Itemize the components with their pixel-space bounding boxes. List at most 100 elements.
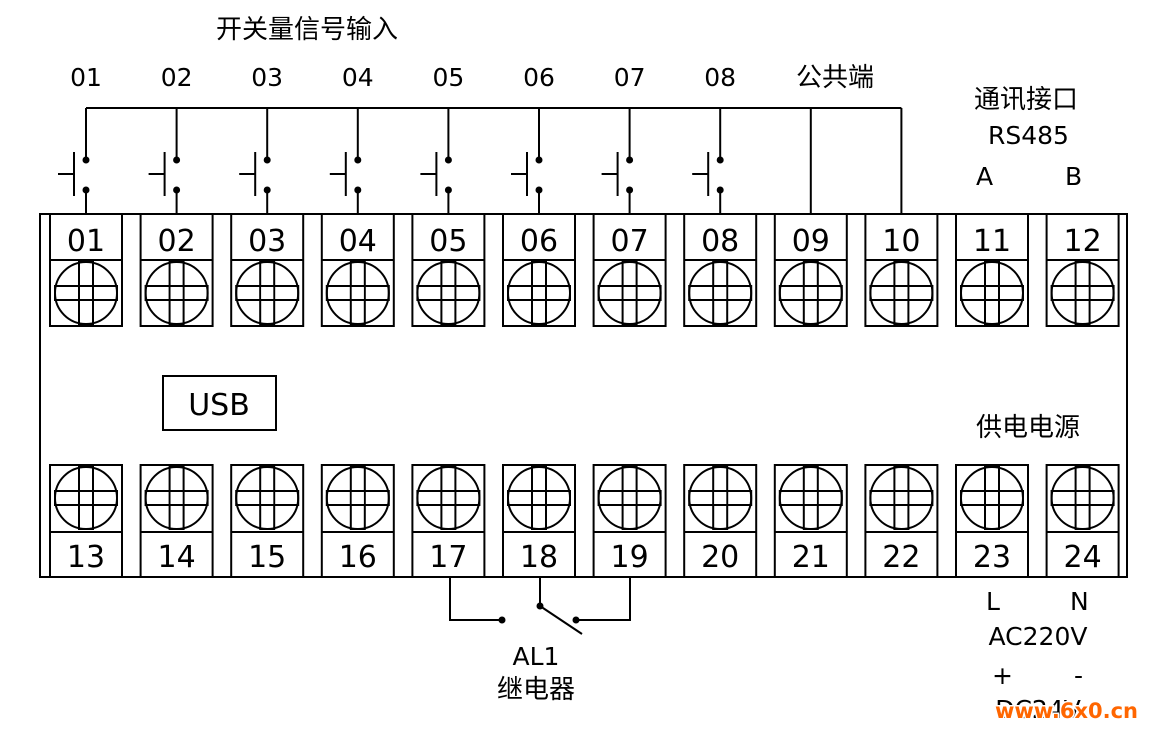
rs485-b-label: B [1065,162,1082,191]
terminal-21: 21 [773,464,848,578]
switch-wiring [58,107,903,214]
switch-input-07 [601,108,634,214]
input-label-01: 01 [70,63,102,92]
terminal-number: 15 [248,540,286,575]
terminal-17: 17 [411,464,486,578]
terminal-22: 22 [864,464,939,578]
screw-icon [507,466,571,530]
terminal-05: 05 [411,213,486,327]
terminal-07: 07 [592,213,667,327]
screw-icon [960,261,1024,325]
screw-icon [235,466,300,530]
rs485-title: 通讯接口 [974,85,1078,115]
terminal-number: 02 [158,224,196,259]
screw-icon [1050,466,1115,530]
switch-input-03 [239,108,271,214]
terminal-number: 16 [339,540,377,575]
top-terminal-row: 01 02 03 04 05 06 07 08 09 10 11 12 [49,213,1120,327]
terminal-15: 15 [230,464,305,578]
screw-icon [778,261,843,325]
input-label-02: 02 [161,63,193,92]
screw-icon [1050,261,1115,325]
terminal-11: 11 [955,213,1029,327]
screw-icon [54,261,118,325]
input-label-08: 08 [704,63,736,92]
terminal-number: 20 [701,540,739,575]
terminal-01: 01 [49,213,123,327]
switch-input-title: 开关量信号输入 [216,15,398,45]
terminal-23: 23 [955,464,1029,578]
terminal-number: 06 [520,224,558,259]
switch-input-04 [329,108,362,214]
terminal-16: 16 [320,464,395,578]
power-plus-label: + [992,661,1013,690]
screw-icon [144,466,209,530]
terminal-number: 17 [429,540,467,575]
input-label-04: 04 [342,63,374,92]
power-dc-label: DC24V [995,695,1081,724]
terminal-24: 24 [1045,464,1120,578]
terminal-number: 08 [701,224,739,259]
screw-icon [325,466,390,530]
input-labels: 01 02 03 04 05 06 07 08 [70,63,736,92]
screw-icon [416,466,481,530]
bottom-terminal-row: 13 14 15 16 17 18 19 20 21 22 23 24 [49,464,1120,578]
terminal-number: 18 [520,540,558,575]
terminal-06: 06 [502,213,576,327]
usb-port [162,375,277,431]
terminal-number: 11 [973,224,1011,259]
screw-icon [235,261,300,325]
switch-input-02 [148,108,181,214]
watermark: www.6x0.cn [995,699,1138,723]
screw-icon [688,466,753,530]
terminal-number: 10 [882,224,920,259]
input-label-06: 06 [523,63,555,92]
terminal-number: 09 [792,224,830,259]
terminal-09: 09 [773,213,848,327]
terminal-12: 12 [1045,213,1120,327]
screw-icon [869,466,934,530]
rs485-protocol: RS485 [988,121,1069,150]
screw-icon [507,261,571,325]
input-label-03: 03 [251,63,283,92]
power-minus-label: - [1074,661,1083,690]
terminal-number: 14 [158,540,196,575]
input-label-05: 05 [432,63,464,92]
power-n-label: N [1070,587,1089,616]
screw-icon [960,466,1024,530]
rs485-a-label: A [976,162,993,191]
power-supply-title: 供电电源 [976,413,1080,443]
switch-input-06 [511,108,543,214]
screw-icon [597,466,662,530]
relay-label: AL1 [513,642,560,671]
screw-icon [688,261,753,325]
terminal-number: 21 [792,540,830,575]
usb-label: USB [188,388,250,423]
terminal-14: 14 [139,464,214,578]
screw-icon [416,261,481,325]
power-l-label: L [986,587,1000,616]
screw-icon [869,261,934,325]
relay-wiring [449,577,631,635]
screw-icon [54,466,118,530]
terminal-number: 03 [248,224,286,259]
terminal-number: 19 [611,540,649,575]
terminal-04: 04 [320,213,395,327]
terminal-13: 13 [49,464,123,578]
terminal-18: 18 [502,464,576,578]
screw-icon [144,261,209,325]
screw-icon [597,261,662,325]
terminal-20: 20 [683,464,758,578]
terminal-number: 01 [67,224,105,259]
terminal-03: 03 [230,213,305,327]
terminal-number: 05 [429,224,467,259]
terminal-number: 22 [882,540,920,575]
input-label-07: 07 [614,63,646,92]
screw-icon [778,466,843,530]
terminal-10: 10 [864,213,939,327]
switch-input-08 [692,108,724,214]
common-terminal-label: 公共端 [796,63,874,93]
relay-name: 继电器 [497,675,575,705]
terminal-number: 23 [973,540,1011,575]
